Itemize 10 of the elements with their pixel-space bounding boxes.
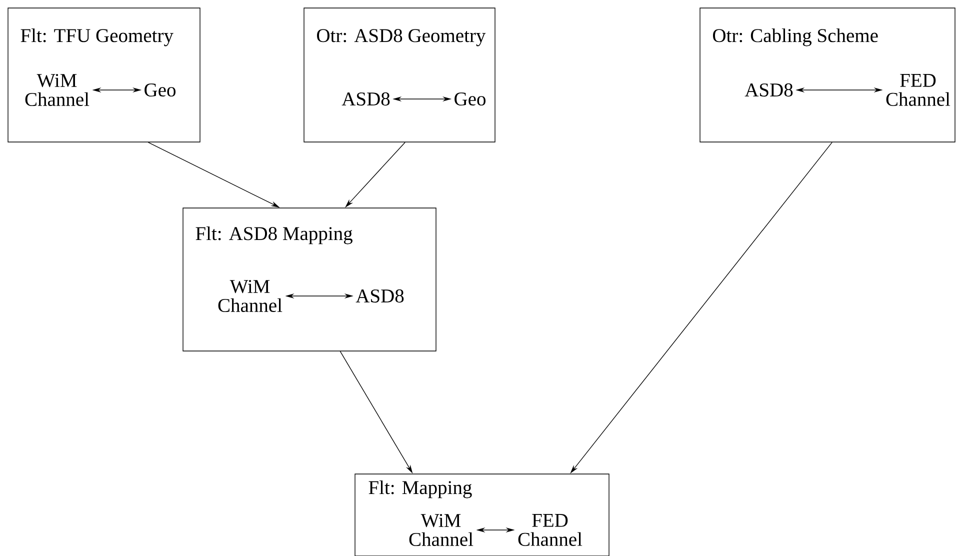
text-label: ASD8	[356, 289, 404, 303]
text-label: ASD8	[744, 83, 793, 97]
text-label: FED Channel	[518, 514, 582, 546]
text-label: Geo	[144, 83, 176, 97]
text-label: FED Channel	[886, 74, 950, 106]
text-label: WiM Channel	[218, 280, 282, 312]
text-label: WiM Channel	[409, 514, 474, 546]
text-label: ASD8	[342, 92, 390, 106]
text-label: WiM Channel	[25, 74, 90, 106]
text-label: Geo	[454, 92, 486, 106]
